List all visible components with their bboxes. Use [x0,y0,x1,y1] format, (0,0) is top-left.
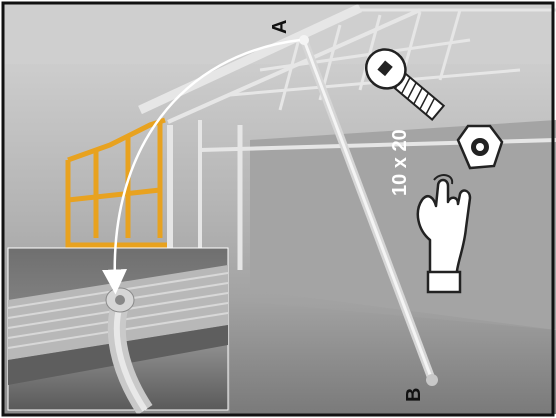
inset-detail-photo [8,248,228,410]
bolt-size-label: 10 x 20 [389,129,411,196]
point-b-label: B [403,388,425,402]
point-a-label: A [269,20,291,34]
